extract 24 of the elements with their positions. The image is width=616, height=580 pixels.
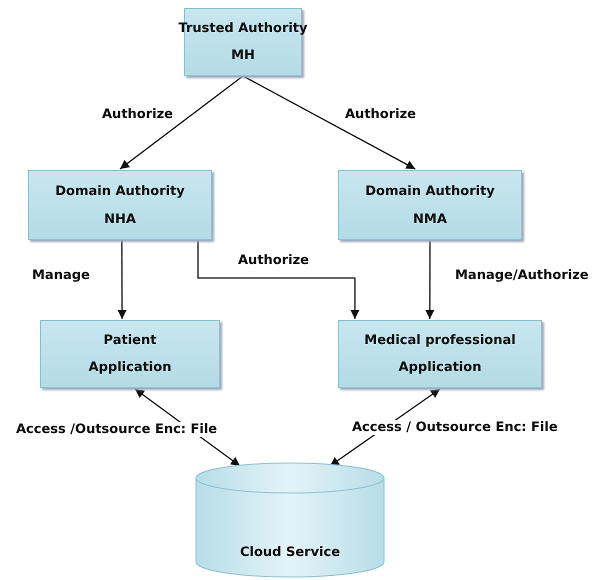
node-text: NMA [413,212,447,226]
arrow [118,240,127,319]
edge-label: Access / Outsource Enc: File [350,420,560,435]
process-box [40,320,220,388]
arrow [120,75,244,170]
arrow [242,75,416,170]
process-box [338,320,542,388]
node-text: Domain Authority [55,184,185,198]
process-box [338,170,522,240]
node-text: Application [398,360,482,375]
arrow [425,240,434,319]
node-text: MH [231,48,255,63]
edge-label: Manage/Authorize [453,268,591,283]
node-text: Domain Authority [365,184,495,198]
node-text: NHA [104,212,136,226]
process-box [28,170,212,240]
node-text: Cloud Service [240,545,340,560]
edge-label: Access /Outsource Enc: File [14,422,220,437]
node-text: Application [88,360,172,375]
node-text: Trusted Authority [178,21,308,36]
arrow [197,240,360,319]
node-text: Medical professional [364,333,516,348]
edge-label: Manage [30,268,92,283]
node-text: Patient [104,333,156,348]
